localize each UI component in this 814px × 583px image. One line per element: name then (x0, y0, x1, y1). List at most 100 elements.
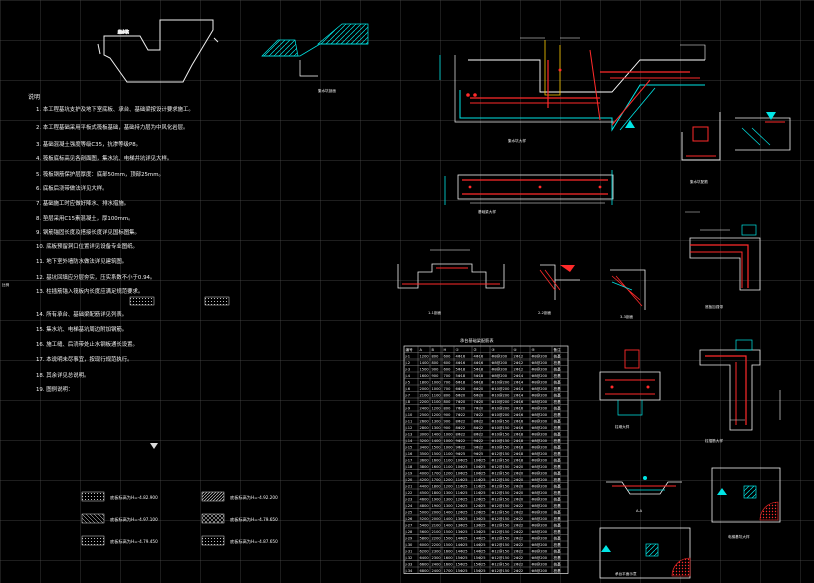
table-cell: 13Φ25 (456, 523, 468, 527)
table-cell: J-28 (405, 530, 414, 534)
table-cell: 14Φ25 (456, 549, 468, 553)
table-cell: 1500 (444, 536, 454, 540)
table-cell: 2300 (432, 549, 442, 553)
table-cell: 桩基 (554, 444, 562, 449)
table-cell: 5000 (420, 510, 430, 514)
detail-aa: A-A (606, 476, 682, 513)
table-cell: 6Φ20 (474, 393, 484, 397)
table-cell: 5Φ18 (474, 367, 484, 371)
table-header-cell: H (444, 348, 447, 352)
table-cell: Φ10@200 (492, 413, 511, 417)
table-cell: Φ8@200 (532, 374, 548, 378)
table-cell: 6400 (420, 556, 430, 560)
table-cell: 15Φ25 (456, 556, 468, 560)
table-cell: Φ8@200 (532, 530, 548, 534)
table-cell: 7Φ20 (474, 406, 484, 410)
table-cell: 桩基 (554, 418, 562, 423)
table-cell: Φ8@200 (532, 523, 548, 527)
misc-marks (685, 211, 745, 421)
table-cell: Φ8@200 (532, 380, 548, 384)
table-cell: 4Φ16 (456, 361, 466, 365)
detail-5-label: 底板加强带 (705, 304, 723, 309)
table-cell: 2800 (420, 426, 430, 430)
table-cell: 2Φ16 (514, 413, 524, 417)
table-cell: J-24 (405, 504, 414, 508)
retaining-wall-sketch: 集水坑剖面 (261, 23, 369, 93)
table-cell: 2000 (432, 510, 442, 514)
table-cell: 桩基 (554, 490, 562, 495)
table-cell: 14Φ25 (474, 543, 486, 547)
table-cell: 15Φ25 (474, 562, 486, 566)
table-cell: 15Φ25 (456, 562, 468, 566)
note-item: 14. 所有承台、基础梁配筋详见列表。 (36, 310, 127, 318)
table-cell: 2Φ18 (514, 458, 524, 462)
table-cell: 5Φ18 (474, 374, 484, 378)
table-cell: 桩基 (554, 522, 562, 527)
table-cell: 4Φ16 (474, 354, 484, 358)
table-cell: 11Φ25 (474, 478, 486, 482)
table-cell: 桩基 (554, 457, 562, 462)
table-cell: 5Φ18 (456, 367, 466, 371)
table-cell: 6Φ20 (456, 393, 466, 397)
table-cell: 1100 (432, 400, 442, 404)
table-cell: Φ8@200 (532, 413, 548, 417)
detail-3: 3-3剖面 (610, 269, 646, 319)
table-cell: 9Φ25 (474, 452, 484, 456)
table-cell: 2Φ14 (514, 393, 524, 397)
table-cell: 1700 (432, 478, 442, 482)
table-cell: 桩基 (554, 353, 562, 358)
pattern-swatch-dots-2 (204, 296, 230, 306)
table-cell: 4600 (420, 497, 430, 501)
table-cell: 桩基 (554, 373, 562, 378)
table-cell: 800 (444, 406, 452, 410)
table-cell: 13Φ25 (474, 523, 486, 527)
table-cell: 1100 (444, 452, 454, 456)
table-cell: J-32 (405, 556, 413, 560)
table-cell: 桩基 (554, 516, 562, 521)
table-cell: 1400 (444, 517, 454, 521)
table-cell: 2Φ18 (514, 445, 524, 449)
table-cell: 桩基 (554, 477, 562, 482)
table-cell: Φ10@150 (492, 419, 511, 423)
detail-1-label: 1-1剖面 (428, 310, 441, 315)
table-cell: 桩基 (554, 405, 562, 410)
table-cell: 2500 (420, 413, 430, 417)
table-cell: Φ12@150 (492, 530, 511, 534)
table-cell: 1500 (432, 452, 442, 456)
note-item: 19. 图例说明： (36, 385, 73, 393)
table-cell: 1000 (444, 439, 454, 443)
table-cell: Φ12@150 (492, 549, 511, 553)
table-cell: 9Φ22 (474, 445, 484, 449)
table-cell: Φ10@150 (492, 432, 511, 436)
table-cell: Φ8@200 (532, 458, 548, 462)
table-cell: 5Φ18 (456, 374, 466, 378)
table-cell: 1800 (432, 491, 442, 495)
table-cell: 900 (432, 367, 440, 371)
table-cell: 2Φ14 (514, 387, 524, 391)
table-cell: 13Φ25 (456, 517, 468, 521)
table-cell: 1700 (432, 471, 442, 475)
table-cell: 12Φ25 (456, 510, 468, 514)
pattern-swatch-dots (129, 296, 155, 306)
table-cell: 9Φ22 (456, 445, 466, 449)
table-cell: J-20 (405, 478, 414, 482)
table-header-cell: ② (474, 348, 477, 352)
table-cell: Φ12@150 (492, 523, 511, 527)
table-cell: 桩基 (554, 503, 562, 508)
table-cell: 15Φ25 (474, 569, 486, 573)
table-cell: 7Φ20 (456, 406, 466, 410)
legend-swatch (81, 491, 105, 502)
table-cell: 1300 (444, 491, 454, 495)
table-cell: 8Φ22 (474, 426, 484, 430)
table-cell: 10Φ25 (474, 465, 486, 469)
legend-label: 底板标高为H=-4.79.650 (230, 516, 278, 523)
table-cell: Φ8@200 (492, 354, 508, 358)
table-cell: 4Φ16 (474, 361, 484, 365)
detail-10-label: 承台平面示意 (615, 571, 637, 576)
table-cell: 2Φ12 (514, 354, 524, 358)
table-cell: Φ10@200 (492, 400, 511, 404)
detail-2: 2-2剖面 (538, 264, 580, 315)
table-cell: 6800 (420, 569, 430, 573)
main-section-detail: 集水坑大样 (439, 37, 706, 143)
